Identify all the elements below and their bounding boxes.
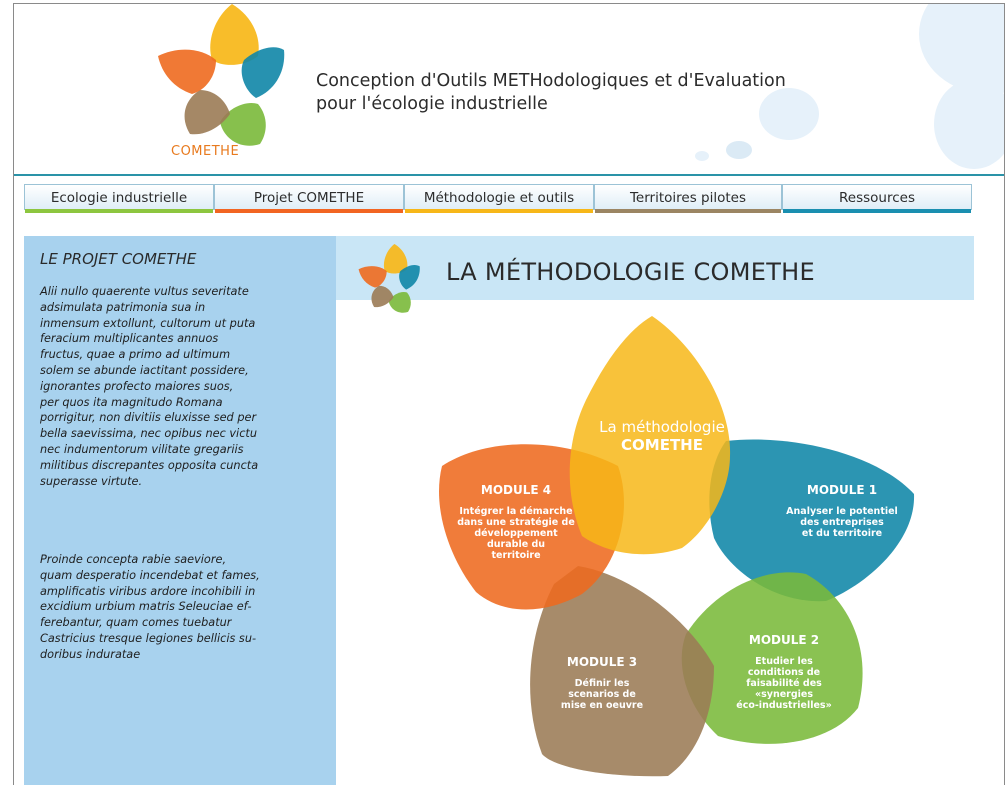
comethe-logo[interactable] <box>154 4 304 169</box>
module-1-line: et du territoire <box>802 528 882 539</box>
module-4-line: développement <box>474 528 558 539</box>
nav-color-bar <box>25 209 213 213</box>
center-label-line2: COMETHE <box>621 436 703 454</box>
content-title: LA MÉTHODOLOGIE COMETHE <box>446 258 815 286</box>
module-1-line: des entreprises <box>800 517 884 528</box>
content-header-band <box>336 236 974 300</box>
logo-wordmark: COMETHE <box>171 144 240 159</box>
module-2-line: éco-industrielles» <box>736 700 831 711</box>
petal-center[interactable] <box>569 316 731 555</box>
nav-color-bar <box>783 209 971 213</box>
site-header: COMETHE Conception d'Outils METHodologiq… <box>14 4 1004 174</box>
main-content: LA MÉTHODOLOGIE COMETHE La méthodologie … <box>336 236 974 785</box>
methodology-diagram: La méthodologie COMETHE MODULE 1 Analyse… <box>439 316 915 777</box>
site-title: Conception d'Outils METHodologiques et d… <box>316 71 786 114</box>
module-3-line: mise en oeuvre <box>561 700 643 711</box>
module-3-title: MODULE 3 <box>567 655 637 669</box>
nav-item-ressources[interactable]: Ressources <box>782 184 972 213</box>
center-label-line1: La méthodologie <box>599 418 725 436</box>
module-4-title: MODULE 4 <box>481 483 551 497</box>
nav-item-methodologie-et-outils[interactable]: Méthodologie et outils <box>404 184 594 213</box>
petal-module-3[interactable] <box>530 566 714 777</box>
main-nav: Ecologie industrielle Projet COMETHE Mét… <box>24 184 972 216</box>
comethe-mini-logo <box>358 244 420 313</box>
petal-module-1[interactable] <box>709 439 915 602</box>
module-4-line: durable du <box>487 539 545 550</box>
module-4-line: dans une stratégie de <box>457 517 575 528</box>
nav-item-label: Ressources <box>839 190 915 206</box>
module-1-title: MODULE 1 <box>807 483 877 497</box>
header-decoration <box>695 4 1004 169</box>
nav-item-label: Méthodologie et outils <box>423 190 575 206</box>
sidebar: LE PROJET COMETHE Alii nullo quaerente v… <box>24 236 336 785</box>
nav-item-label: Territoires pilotes <box>629 190 747 206</box>
header-divider <box>14 174 1004 176</box>
nav-color-bar <box>405 209 593 213</box>
module-2-line: conditions de <box>748 667 820 678</box>
nav-color-bar <box>215 209 403 213</box>
nav-color-bar <box>595 209 781 213</box>
sidebar-paragraph-1: Alii nullo quaerente vultus severitate a… <box>40 285 259 488</box>
module-2-line: faisabilité des <box>746 678 822 689</box>
sidebar-title: LE PROJET COMETHE <box>40 250 197 268</box>
petal-module-2[interactable] <box>681 572 863 744</box>
sidebar-paragraph-2: Proinde concepta rabie saeviore, quam de… <box>40 553 260 661</box>
nav-item-projet-comethe[interactable]: Projet COMETHE <box>214 184 404 213</box>
page-frame: COMETHE Conception d'Outils METHodologiq… <box>13 3 1005 785</box>
nav-item-territoires-pilotes[interactable]: Territoires pilotes <box>594 184 782 213</box>
module-2-line: Etudier les <box>755 656 813 667</box>
nav-item-ecologie-industrielle[interactable]: Ecologie industrielle <box>24 184 214 213</box>
module-2-line: «synergies <box>755 689 813 700</box>
module-1-line: Analyser le potentiel <box>786 506 898 517</box>
module-2-title: MODULE 2 <box>749 633 819 647</box>
nav-item-label: Ecologie industrielle <box>50 190 188 206</box>
module-4-line: territoire <box>491 550 540 561</box>
module-3-line: scenarios de <box>568 689 636 700</box>
nav-item-label: Projet COMETHE <box>253 190 365 206</box>
module-4-line: Intégrer la démarche <box>459 506 572 517</box>
module-3-line: Définir les <box>575 678 630 689</box>
